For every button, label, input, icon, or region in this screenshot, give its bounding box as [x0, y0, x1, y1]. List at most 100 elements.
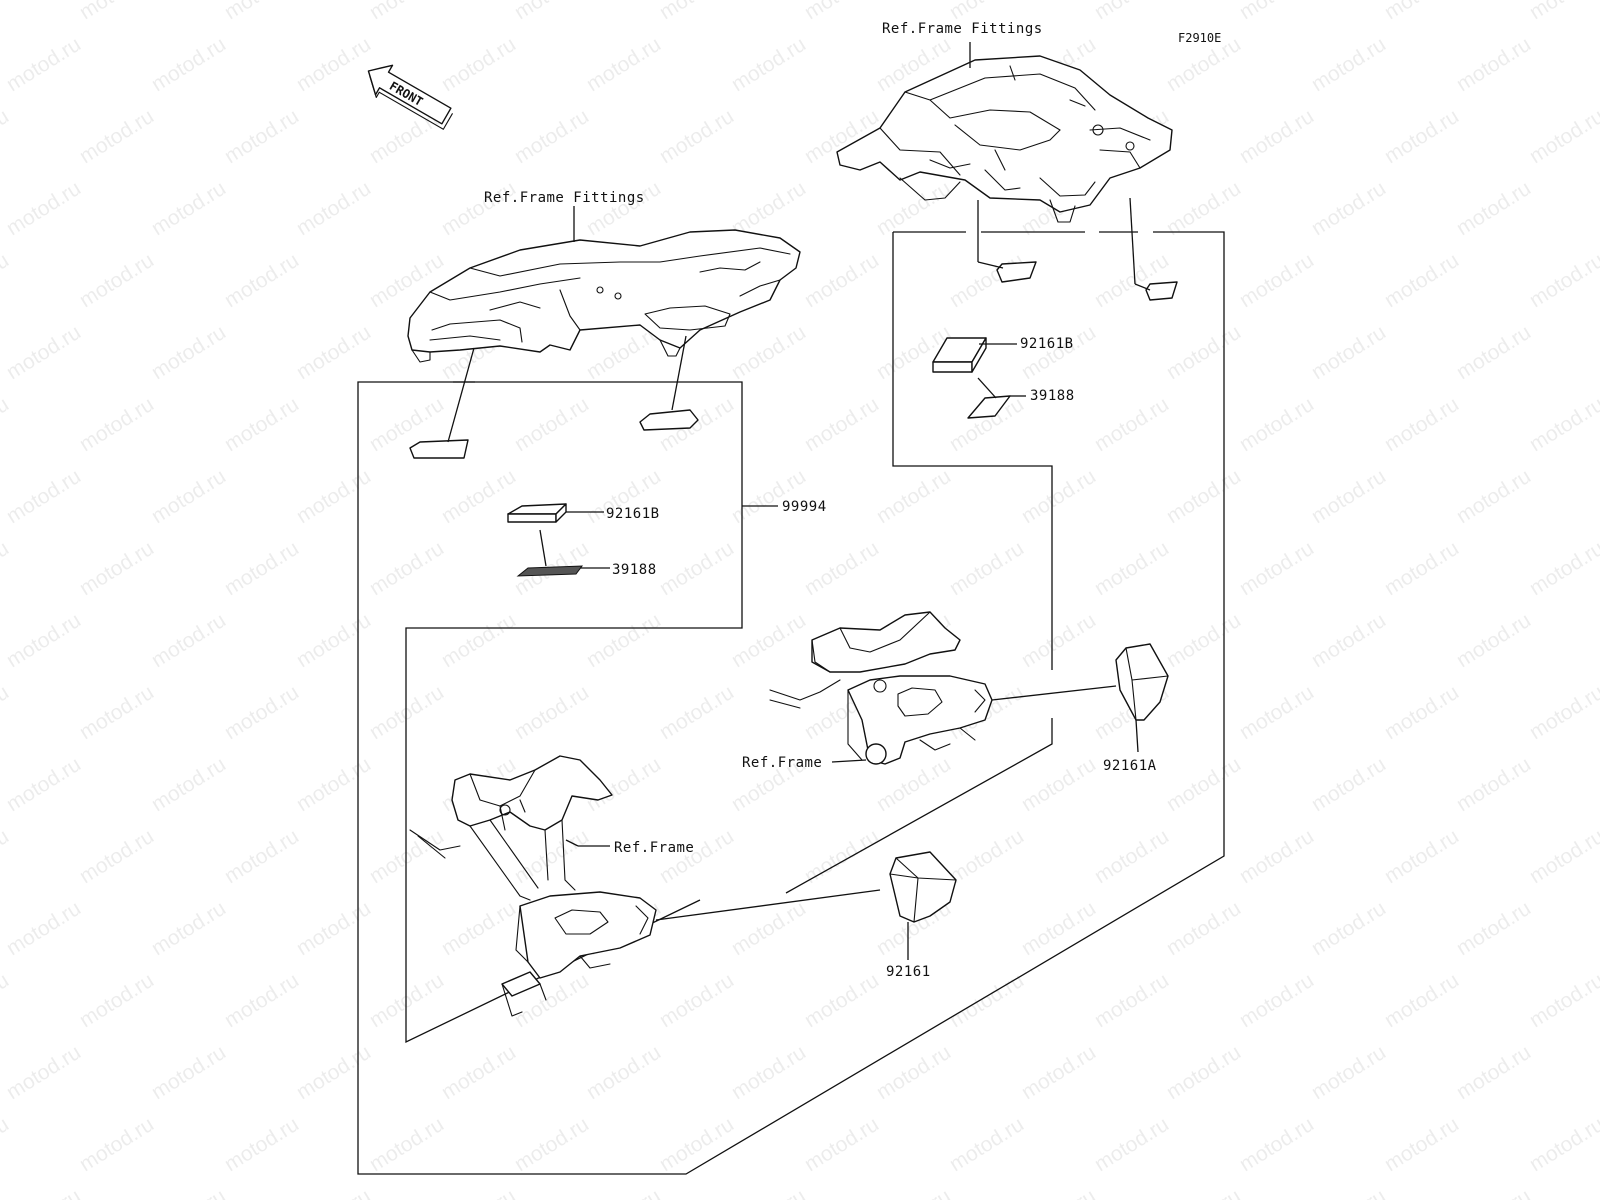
watermark-text: motod.ru	[220, 537, 302, 600]
watermark-text: motod.ru	[365, 681, 447, 744]
watermark-text: motod.ru	[1162, 897, 1244, 960]
watermark-text: motod.ru	[2, 33, 84, 96]
front-frame-mount-drawing	[409, 755, 657, 1017]
watermark-text: motod.ru	[510, 681, 592, 744]
watermark-text: motod.ru	[2, 321, 84, 384]
watermark-text: motod.ru	[1525, 105, 1600, 168]
watermark-text: motod.ru	[220, 0, 302, 24]
watermark-text: motod.ru	[75, 105, 157, 168]
watermark-text: motod.ru	[582, 33, 664, 96]
watermark-text: motod.ru	[220, 825, 302, 888]
watermark-text: motod.ru	[147, 177, 229, 240]
watermark-text: motod.ru	[220, 393, 302, 456]
label-39188-left: 39188	[612, 562, 657, 578]
watermark-text: motod.ru	[582, 609, 664, 672]
watermark-text: motod.ru	[1235, 105, 1317, 168]
watermark-text: motod.ru	[437, 1041, 519, 1104]
watermark-text: motod.ru	[800, 969, 882, 1032]
watermark-text: motod.ru	[220, 249, 302, 312]
watermark-text: motod.ru	[655, 537, 737, 600]
watermark-text: motod.ru	[1452, 321, 1534, 384]
watermark-text: motod.ru	[800, 1113, 882, 1176]
watermark-text: motod.ru	[1307, 465, 1389, 528]
leaders-bottom	[565, 839, 909, 960]
watermark-text: motod.ru	[1162, 1185, 1244, 1200]
watermark-text: motod.ru	[1162, 609, 1244, 672]
watermark-text: motod.ru	[2, 897, 84, 960]
watermark-text: motod.ru	[727, 321, 809, 384]
front-frame-fitting-drawing	[407, 229, 801, 577]
watermark-text: motod.ru	[220, 1113, 302, 1176]
watermark-text: motod.ru	[365, 825, 447, 888]
watermark-text: motod.ru	[0, 249, 13, 312]
watermark-text: motod.ru	[1525, 0, 1600, 24]
watermark-text: motod.ru	[0, 537, 13, 600]
watermark-text: motod.ru	[2, 177, 84, 240]
leaders-top-left	[447, 206, 687, 569]
label-99994: 99994	[782, 499, 827, 515]
watermark-text: motod.ru	[655, 105, 737, 168]
label-92161b-left: 92161B	[606, 506, 660, 522]
watermark-text: motod.ru	[727, 465, 809, 528]
watermark-text: motod.ru	[1235, 249, 1317, 312]
watermark-text: motod.ru	[0, 105, 13, 168]
watermark-text: motod.ru	[510, 393, 592, 456]
watermark-text: motod.ru	[292, 321, 374, 384]
watermark-text: motod.ru	[0, 393, 13, 456]
watermark-text: motod.ru	[1380, 969, 1462, 1032]
watermark-text: motod.ru	[0, 1113, 13, 1176]
watermark-text: motod.ru	[292, 177, 374, 240]
watermark-text: motod.ru	[365, 0, 447, 24]
watermark-text: motod.ru	[1162, 1041, 1244, 1104]
watermark-text: motod.ru	[1452, 1041, 1534, 1104]
watermark-text: motod.ru	[1235, 681, 1317, 744]
watermark-text: motod.ru	[147, 897, 229, 960]
watermark-text: motod.ru	[1307, 753, 1389, 816]
watermark-text: motod.ru	[1307, 609, 1389, 672]
rear-frame-fitting-drawing	[836, 55, 1178, 419]
watermark-text: motod.ru	[1235, 1113, 1317, 1176]
watermark-text: motod.ru	[1162, 321, 1244, 384]
watermark-text: motod.ru	[1235, 969, 1317, 1032]
watermark-text: motod.ru	[1452, 177, 1534, 240]
label-92161b-right: 92161B	[1020, 336, 1074, 352]
watermark-text: motod.ru	[147, 321, 229, 384]
watermark-text: motod.ru	[1452, 609, 1534, 672]
watermark-text: motod.ru	[800, 537, 882, 600]
watermark-text: motod.ru	[800, 825, 882, 888]
watermark-text: motod.ru	[292, 753, 374, 816]
watermark-text: motod.ru	[1525, 249, 1600, 312]
watermark-text: motod.ru	[945, 1113, 1027, 1176]
label-ref-frame-fittings-left: Ref.Frame Fittings	[484, 190, 645, 206]
watermark-text: motod.ru	[1525, 537, 1600, 600]
watermark-text: motod.ru	[727, 609, 809, 672]
watermark-text: motod.ru	[800, 393, 882, 456]
leaders-top-right	[969, 42, 1151, 399]
watermark-text: motod.ru	[1017, 465, 1099, 528]
watermark-text: motod.ru	[437, 897, 519, 960]
watermark-text: motod.ru	[75, 537, 157, 600]
watermark-text: motod.ru	[75, 1113, 157, 1176]
watermark-text: motod.ru	[75, 0, 157, 24]
watermark-text: motod.ru	[220, 681, 302, 744]
watermark-text: motod.ru	[510, 105, 592, 168]
watermark-text: motod.ru	[1380, 105, 1462, 168]
label-ref-frame-right: Ref.Frame	[742, 755, 822, 771]
watermark-text: motod.ru	[365, 1113, 447, 1176]
watermark-text: motod.ru	[1090, 0, 1172, 24]
watermark-text: motod.ru	[1525, 825, 1600, 888]
watermark-text: motod.ru	[727, 33, 809, 96]
watermark-text: motod.ru	[1525, 969, 1600, 1032]
watermark-text: motod.ru	[292, 609, 374, 672]
watermark-text: motod.ru	[437, 1185, 519, 1200]
watermark-text: motod.ru	[655, 825, 737, 888]
watermark-text: motod.ru	[872, 1041, 954, 1104]
watermark-text: motod.ru	[1307, 177, 1389, 240]
watermark-text: motod.ru	[220, 105, 302, 168]
watermark-text: motod.ru	[75, 969, 157, 1032]
watermark-text: motod.ru	[727, 1041, 809, 1104]
watermark-text: motod.ru	[655, 0, 737, 24]
watermark-text: motod.ru	[1162, 465, 1244, 528]
watermark-text: motod.ru	[0, 0, 13, 24]
watermark-text: motod.ru	[75, 825, 157, 888]
